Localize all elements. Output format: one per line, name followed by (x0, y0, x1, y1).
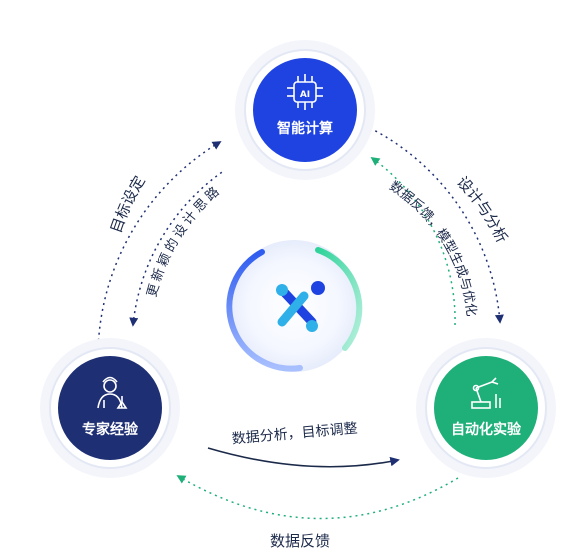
arc-left-to-right-inner (207, 447, 400, 468)
ai-chip-icon: AI (287, 74, 323, 110)
node-left-label: 专家经验 (82, 421, 139, 438)
label-data-analysis-goal-adjustment: 数据分析，目标调整 (231, 421, 358, 448)
node-automated-experiment[interactable]: 自动化实验 (416, 338, 556, 478)
label-goal-setting: 目标设定 (107, 173, 149, 236)
molecule-x-logo (276, 281, 325, 332)
arc-right-to-top-inner (370, 156, 456, 326)
center-ring-green-arc (315, 247, 363, 351)
label-data-feedback-model-generation: 数据反馈，模型生成与优化 (386, 179, 478, 317)
node-right-label: 自动化实验 (451, 421, 522, 438)
arc-right-to-left-outer (176, 475, 459, 520)
node-expert-experience[interactable]: 专家经验 (40, 338, 180, 478)
node-left-circle (58, 356, 162, 460)
node-top-label: 智能计算 (276, 120, 333, 137)
label-design-and-analysis: 设计与分析 (453, 173, 511, 246)
robot-arm-icon (471, 377, 501, 409)
scientist-icon (97, 376, 128, 409)
label-data-feedback: 数据反馈 (270, 532, 330, 550)
label-novel-design-ideas: 更新颖的设计思路 (145, 182, 225, 299)
node-intelligent-computing[interactable]: AI 智能计算 (235, 40, 375, 180)
center-hub (226, 240, 363, 372)
arc-left-to-top-inner (129, 169, 226, 327)
svg-text:AI: AI (300, 90, 310, 100)
arc-top-to-left-outer (97, 141, 222, 353)
arc-top-to-right-outer (369, 127, 504, 324)
center-ring-blue-arc (226, 249, 303, 372)
